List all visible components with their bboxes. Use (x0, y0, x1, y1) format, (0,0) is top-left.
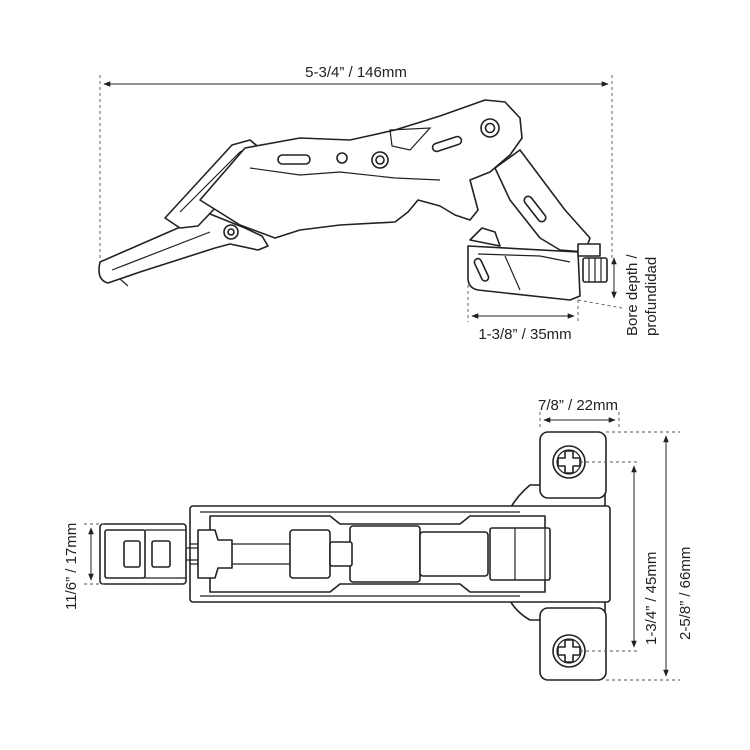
plate-width-dimension: 7/8” / 22mm (538, 397, 620, 430)
cup-width-label: 1-3/8” / 35mm (478, 326, 571, 343)
screw-spacing-label: 1-3/4” / 45mm (643, 552, 660, 645)
phillips-screw-icon (552, 634, 586, 668)
bore-depth-label-line2: profundidad (643, 257, 660, 336)
cup-width-dimension: 1-3/8” / 35mm (467, 285, 579, 343)
plate-length-label: 2-5/8” / 66mm (677, 547, 694, 640)
plate-width-label: 7/8” / 22mm (538, 397, 618, 414)
plate-length-dimension: 2-5/8” / 66mm (606, 431, 694, 681)
top-view-hinge (99, 431, 611, 681)
screw-spacing-dimension: 1-3/4” / 45mm (580, 461, 660, 652)
bore-depth-label-line1: Bore depth / (624, 253, 641, 336)
side-view-hinge (98, 99, 608, 301)
bore-depth-dimension: Bore depth / profundidad (577, 253, 660, 336)
overall-length-label: 5-3/4” / 146mm (305, 64, 407, 81)
arm-width-dimension: 11/6” / 17mm (63, 523, 104, 610)
arm-width-label: 11/6” / 17mm (63, 523, 80, 610)
overall-length-dimension: 5-3/4” / 146mm (99, 64, 613, 262)
